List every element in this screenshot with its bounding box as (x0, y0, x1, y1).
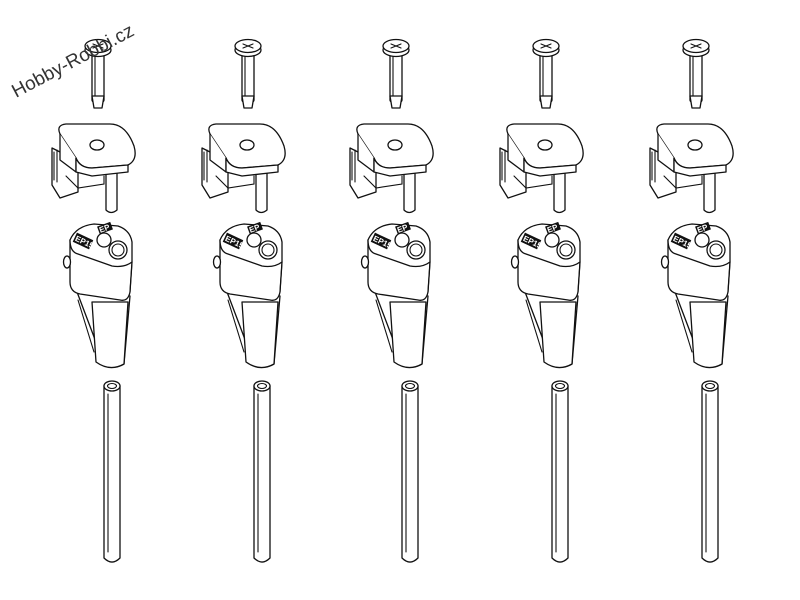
screw-icon (84, 38, 112, 109)
screw-icon (234, 38, 262, 109)
pin-icon (253, 380, 271, 563)
part-marking-secondary: EP (696, 222, 710, 234)
screw-icon (382, 38, 410, 109)
part-marking-secondary: EP (248, 222, 262, 234)
part-marking-secondary: EP (546, 222, 560, 234)
clamp-bracket-icon (499, 123, 584, 214)
clamp-bracket-icon (349, 123, 434, 214)
part-marking-secondary: EP (396, 222, 410, 234)
part-marking-secondary: EP (98, 222, 112, 234)
pin-icon (401, 380, 419, 563)
pin-icon (551, 380, 569, 563)
screw-icon (532, 38, 560, 109)
clamp-bracket-icon (649, 123, 734, 214)
clamp-bracket-icon (51, 123, 136, 214)
screw-icon (682, 38, 710, 109)
pin-icon (103, 380, 121, 563)
pin-icon (701, 380, 719, 563)
clamp-bracket-icon (201, 123, 286, 214)
